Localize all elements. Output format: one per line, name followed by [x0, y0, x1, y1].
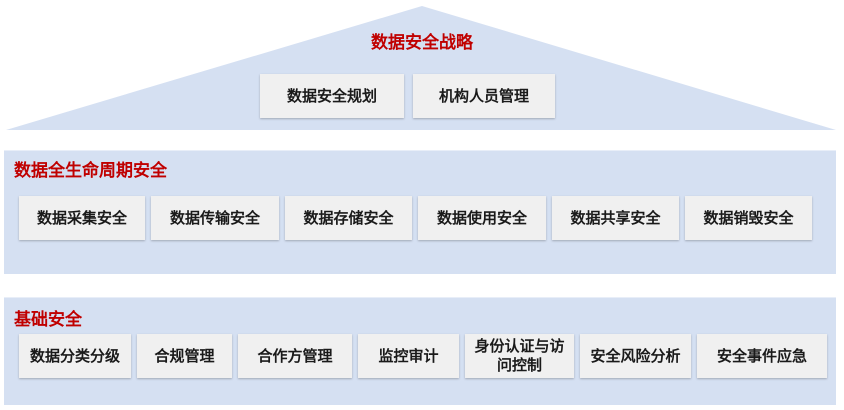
- strategy-roof: [6, 6, 836, 130]
- lifecycle-item-sharing: 数据共享安全: [552, 196, 679, 240]
- foundation-title: 基础安全: [14, 310, 82, 330]
- strategy-item-org-personnel: 机构人员管理: [413, 74, 555, 118]
- roof-triangle: [6, 6, 836, 130]
- lifecycle-item-transmission: 数据传输安全: [151, 196, 279, 240]
- foundation-item-compliance: 合规管理: [137, 334, 232, 378]
- foundation-item-partner: 合作方管理: [238, 334, 352, 378]
- lifecycle-item-collection: 数据采集安全: [19, 196, 145, 240]
- foundation-item-identity-access: 身份认证与访问控制: [465, 334, 574, 378]
- strategy-item-planning: 数据安全规划: [260, 74, 404, 118]
- foundation-item-incident-response: 安全事件应急: [697, 334, 827, 378]
- foundation-item-risk-analysis: 安全风险分析: [580, 334, 691, 378]
- lifecycle-item-storage: 数据存储安全: [285, 196, 412, 240]
- lifecycle-item-destruction: 数据销毁安全: [685, 196, 812, 240]
- foundation-item-monitoring: 监控审计: [358, 334, 459, 378]
- strategy-title: 数据安全战略: [371, 33, 473, 53]
- foundation-item-classification: 数据分类分级: [19, 334, 131, 378]
- lifecycle-item-usage: 数据使用安全: [418, 196, 546, 240]
- lifecycle-title: 数据全生命周期安全: [14, 161, 167, 181]
